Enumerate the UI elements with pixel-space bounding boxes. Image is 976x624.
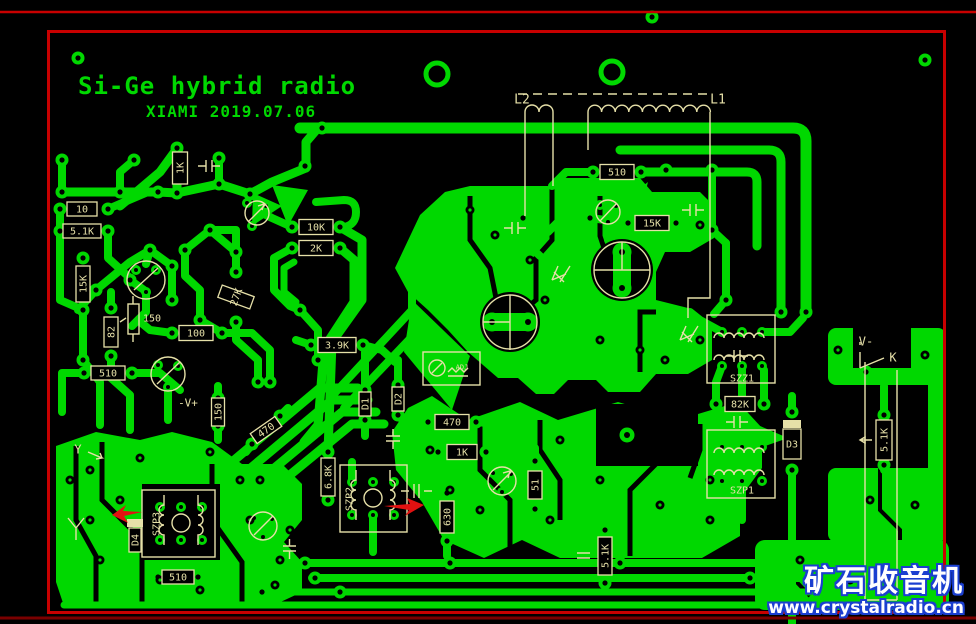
component-label: 1K — [176, 162, 187, 174]
red-arrow-center — [384, 498, 424, 516]
component-label: 510 — [99, 369, 117, 380]
component-label: 5.1K — [880, 428, 891, 452]
board-border — [47, 30, 946, 614]
component-label: SZP2 — [345, 487, 356, 511]
mounting-rings — [423, 58, 626, 88]
component-label: 510 — [169, 573, 187, 584]
component-label: 15K — [643, 219, 661, 230]
component-label: D3 — [786, 440, 798, 451]
board-title: Si-Ge hybrid radio — [78, 72, 357, 100]
component-label: D4 — [131, 534, 142, 546]
watermark-site-url: www.crystalradio.cn — [768, 598, 964, 618]
component-label: 470 — [443, 418, 461, 429]
component-label: SZP1 — [730, 486, 754, 497]
board-subtitle: XIAMI 2019.07.06 — [146, 102, 317, 121]
red-arrow-left — [112, 505, 142, 523]
component-label: L1 — [710, 93, 726, 108]
component-label: 150 — [143, 314, 161, 325]
component-labels: 1K105.1K15K8215010027K51010K2K3.9K51015K… — [62, 93, 897, 585]
silkscreen — [67, 93, 898, 601]
component-label: 150 — [214, 403, 225, 421]
watermark-site-name: 矿石收音机 — [804, 564, 964, 599]
component-label: V- — [859, 335, 873, 349]
component-label: 82 — [107, 326, 118, 338]
component-label: 2K — [310, 244, 322, 255]
component-label: 510 — [608, 168, 626, 179]
component-label: Y — [74, 443, 82, 457]
highlight-arrows — [112, 498, 424, 523]
component-label: 15K — [79, 275, 90, 293]
component-label: D1 — [361, 398, 372, 410]
component-label: -V+ — [178, 397, 198, 410]
component-label: 5.1K — [70, 227, 94, 238]
component-label: L2 — [514, 93, 530, 108]
component-label: 3.9K — [325, 341, 349, 352]
component-label: 10 — [76, 205, 88, 216]
component-label: SZZ1 — [730, 374, 754, 385]
component-label: ADJ — [456, 364, 469, 372]
component-label: 1K — [456, 448, 468, 459]
component-label: 51 — [531, 479, 542, 491]
component-label: D2 — [394, 393, 405, 405]
board-outline — [0, 10, 976, 620]
component-label: 5.1K — [601, 544, 612, 568]
component-label: 100 — [187, 329, 205, 340]
component-label: 630 — [443, 508, 454, 526]
component-label: 6.8K — [324, 465, 335, 489]
component-label: 10K — [307, 223, 325, 234]
component-label: SZP3 — [152, 512, 163, 536]
component-label: 82K — [731, 400, 749, 411]
component-label: K — [889, 351, 897, 365]
watermark: 矿石收音机 www.crystalradio.cn — [768, 556, 964, 618]
